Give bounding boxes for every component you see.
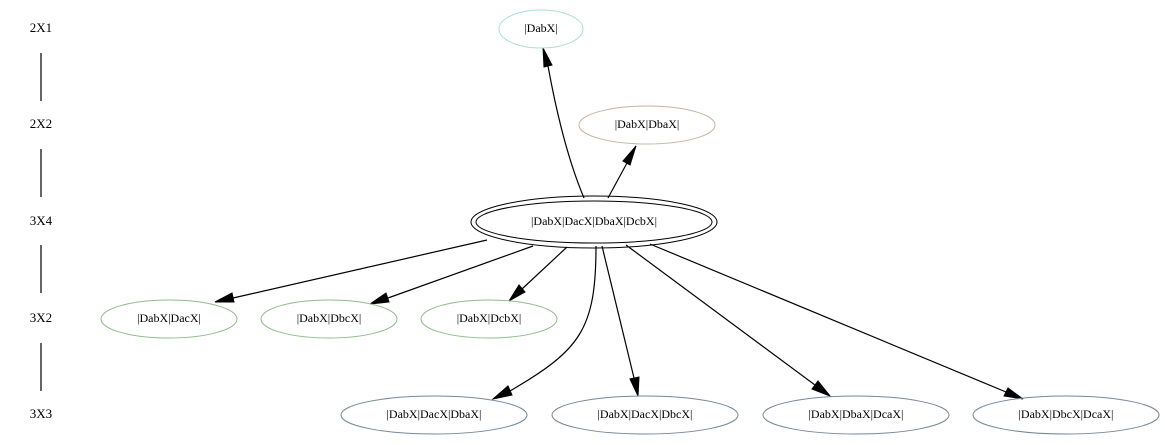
rank-label: 2X1 (30, 20, 52, 35)
node[interactable]: |DabX|DbaX|DcaX| (762, 395, 950, 435)
edge (601, 245, 635, 379)
node-shape (551, 395, 739, 435)
edge (509, 245, 597, 392)
edge-arrowhead (629, 376, 640, 397)
node-shape (972, 395, 1160, 435)
node[interactable]: |DabX|DacX|DbaX|DcbX| (470, 195, 718, 249)
edge (649, 243, 1007, 393)
node-label: |DabX| (524, 21, 557, 35)
node-shape (340, 395, 528, 435)
node-label: |DabX|DbcX| (297, 311, 362, 325)
rank-label: 3X4 (30, 213, 53, 228)
node[interactable]: |DabX|DacX| (100, 299, 238, 339)
edge (387, 245, 534, 299)
edge (232, 239, 488, 299)
node-shape (100, 299, 238, 339)
node-shape (260, 299, 398, 339)
node-label: |DabX|DbaX| (615, 117, 680, 131)
rank-label: 3X2 (30, 310, 52, 325)
edge-arrowhead (214, 292, 235, 303)
node-shape-outer (470, 195, 718, 249)
node-label: |DabX|DacX|DbcX| (598, 407, 693, 421)
edge-arrowhead (542, 47, 553, 68)
rank-label: 2X2 (30, 116, 52, 131)
node-label: |DabX|DcbX| (457, 311, 522, 325)
edge (625, 244, 816, 386)
edge-arrowhead (369, 292, 390, 305)
node-shape (762, 395, 950, 435)
node-label: |DabX|DbcX|DcaX| (1019, 407, 1114, 421)
edge (607, 162, 628, 199)
node[interactable]: |DabX| (498, 9, 584, 49)
node[interactable]: |DabX|DacX|DbaX| (340, 395, 528, 435)
node[interactable]: |DabX|DbcX| (260, 299, 398, 339)
node-label: |DabX|DacX|DbaX|DcbX| (531, 214, 657, 228)
nodes: |DabX| |DabX|DbaX| |DabX|DacX|DbaX|DcbX|… (100, 9, 1160, 435)
node-shape (498, 9, 584, 49)
node[interactable]: |DabX|DbcX|DcaX| (972, 395, 1160, 435)
edge-arrowhead (508, 284, 526, 302)
edge (547, 65, 585, 199)
edge-arrowhead (1003, 387, 1024, 400)
edge (521, 246, 568, 290)
edge-arrowhead (811, 380, 832, 398)
node-shape (420, 299, 558, 339)
node-label: |DabX|DacX|DbaX| (387, 407, 482, 421)
edge-arrowhead (622, 145, 637, 166)
rank-label: 3X3 (30, 406, 52, 421)
node-label: |DabX|DacX| (137, 311, 201, 325)
node-shape (475, 200, 713, 244)
node[interactable]: |DabX|DacX|DbcX| (551, 395, 739, 435)
node[interactable]: |DabX|DcbX| (420, 299, 558, 339)
edge-arrowhead (491, 385, 513, 400)
rank-axis: 2X1 2X2 3X4 3X2 3X3 (30, 20, 53, 421)
node-shape (578, 105, 716, 145)
node[interactable]: |DabX|DbaX| (578, 105, 716, 145)
edges (214, 47, 1024, 400)
node-label: |DabX|DbaX|DcaX| (809, 407, 904, 421)
